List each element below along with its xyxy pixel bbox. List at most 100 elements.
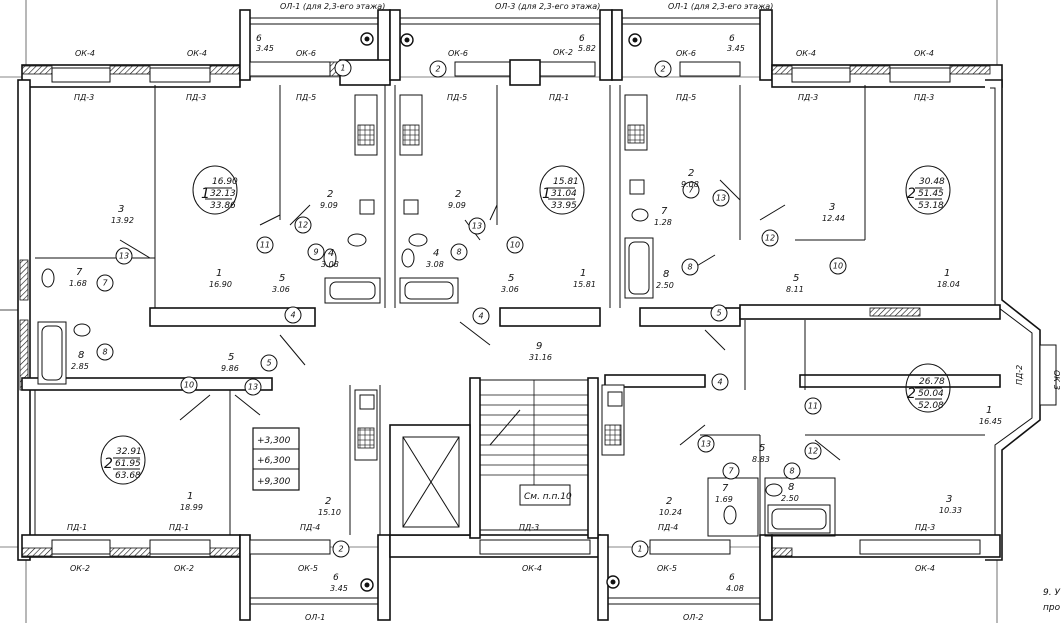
room-area: 10.33 <box>939 506 962 515</box>
svg-text:8: 8 <box>456 248 461 257</box>
apartment-reduced-area: 33.95 <box>551 201 577 211</box>
apartment-reduced-area: 53.18 <box>918 201 944 211</box>
level-mark: +3,300 <box>257 436 291 446</box>
svg-text:11: 11 <box>808 402 818 411</box>
room-area: 3.06 <box>272 285 290 294</box>
apartment-total-area: 31.04 <box>551 189 577 199</box>
room-area: 9.86 <box>221 364 239 373</box>
room-area: 1.68 <box>69 279 87 288</box>
window-label: ОК-6 <box>296 49 316 58</box>
svg-text:5: 5 <box>266 359 271 368</box>
window-label: ОК-6 <box>448 49 468 58</box>
door-label: ПД-1 <box>67 523 87 532</box>
corner-note: 9. У <box>1043 588 1060 598</box>
apartment-rooms: 1 <box>542 186 551 202</box>
svg-text:5: 5 <box>716 309 721 318</box>
door-label: ПД-4 <box>658 523 678 532</box>
apartment-total-area: 61.95 <box>115 459 141 469</box>
apartment-total-area: 32.13 <box>210 189 236 199</box>
room-number: 1 <box>986 405 992 416</box>
svg-text:11: 11 <box>260 241 270 250</box>
svg-text:2: 2 <box>338 545 343 554</box>
window-ok4-d <box>889 67 951 83</box>
apartment-total-area: 50.04 <box>918 389 944 399</box>
room-number: 5 <box>793 273 799 284</box>
window-label: ОК-2 <box>174 564 194 573</box>
ventilation-icons <box>360 32 642 592</box>
room-area: 18.99 <box>180 503 203 512</box>
window-label: ОК-4 <box>796 49 816 58</box>
window-label: ОК-3 <box>1052 370 1061 390</box>
room-area: 18.04 <box>937 280 960 289</box>
room-number: 2 <box>455 189 461 200</box>
level-mark: +6,300 <box>257 456 291 466</box>
apartment-rooms: 2 <box>104 456 113 472</box>
window-ok2-a <box>51 539 111 555</box>
room-area: 16.45 <box>979 417 1002 426</box>
levels-box <box>252 427 300 491</box>
level-mark: +9,300 <box>257 477 291 487</box>
room-area: 1.69 <box>715 495 733 504</box>
room-number: 9 <box>536 341 542 352</box>
svg-text:9: 9 <box>313 248 318 257</box>
apartment-living-area: 26.78 <box>919 377 945 387</box>
room-area: 16.90 <box>209 280 232 289</box>
apartment-rooms: 2 <box>907 186 916 202</box>
apartment-living-area: 15.81 <box>553 177 579 187</box>
svg-text:8: 8 <box>687 263 692 272</box>
room-number: 4 <box>433 248 439 259</box>
apartment-living-area: 32.91 <box>116 447 142 457</box>
window-ok4-f <box>859 539 981 555</box>
apartment-total-area: 51.45 <box>918 189 944 199</box>
window-ok4-b <box>149 67 211 83</box>
door-label: ПД-5 <box>296 93 316 102</box>
room-number: 5 <box>508 273 514 284</box>
corner-note-2: про <box>1043 603 1061 613</box>
window-label: ОК-5 <box>657 564 677 573</box>
room-area: 13.92 <box>111 216 134 225</box>
room-number: 1 <box>187 491 193 502</box>
window-ok3 <box>1039 344 1057 406</box>
room-area: 3.08 <box>321 260 339 269</box>
balcony-number: 6 <box>729 573 735 583</box>
room-number: 2 <box>327 189 333 200</box>
svg-text:10: 10 <box>833 262 843 271</box>
balcony-area: 4.08 <box>726 584 744 593</box>
room-area: 12.44 <box>822 214 845 223</box>
window-label: ОК-6 <box>676 49 696 58</box>
window-ok5-b <box>649 539 731 555</box>
svg-text:1: 1 <box>340 64 345 73</box>
room-area: 9.09 <box>320 201 338 210</box>
room-number: 8 <box>78 350 84 361</box>
opening-label-ol3-top: ОЛ-3 (для 2,3-его этажа) <box>495 2 600 11</box>
svg-text:7: 7 <box>728 467 734 476</box>
window-label: ОК-2 <box>70 564 90 573</box>
room-area: 8.83 <box>752 455 770 464</box>
room-number: 2 <box>688 168 694 179</box>
svg-text:12: 12 <box>298 221 308 230</box>
room-number: 3 <box>946 494 952 505</box>
apartment-living-area: 30.48 <box>919 177 945 187</box>
room-number: 3 <box>118 204 124 215</box>
svg-text:12: 12 <box>808 447 818 456</box>
svg-text:7: 7 <box>688 186 694 195</box>
room-area: 9.08 <box>681 180 699 189</box>
room-number: 2 <box>325 496 331 507</box>
svg-text:13: 13 <box>701 440 711 449</box>
svg-text:10: 10 <box>510 241 520 250</box>
svg-text:4: 4 <box>478 312 483 321</box>
room-number: 5 <box>228 352 234 363</box>
door-label: ПД-3 <box>186 93 206 102</box>
window-ok4-c <box>791 67 851 83</box>
room-number: 5 <box>759 443 765 454</box>
opening-label-ol1-top-left: ОЛ-1 (для 2,3-его этажа) <box>280 2 385 11</box>
room-area: 2.50 <box>781 494 799 503</box>
svg-text:10: 10 <box>184 381 194 390</box>
apartment-rooms: 1 <box>201 186 210 202</box>
room-area: 8.11 <box>786 285 804 294</box>
svg-text:12: 12 <box>765 234 775 243</box>
balcony-area: 3.45 <box>256 44 274 53</box>
door-label: ПД-3 <box>798 93 818 102</box>
balcony-number: 6 <box>256 34 262 44</box>
